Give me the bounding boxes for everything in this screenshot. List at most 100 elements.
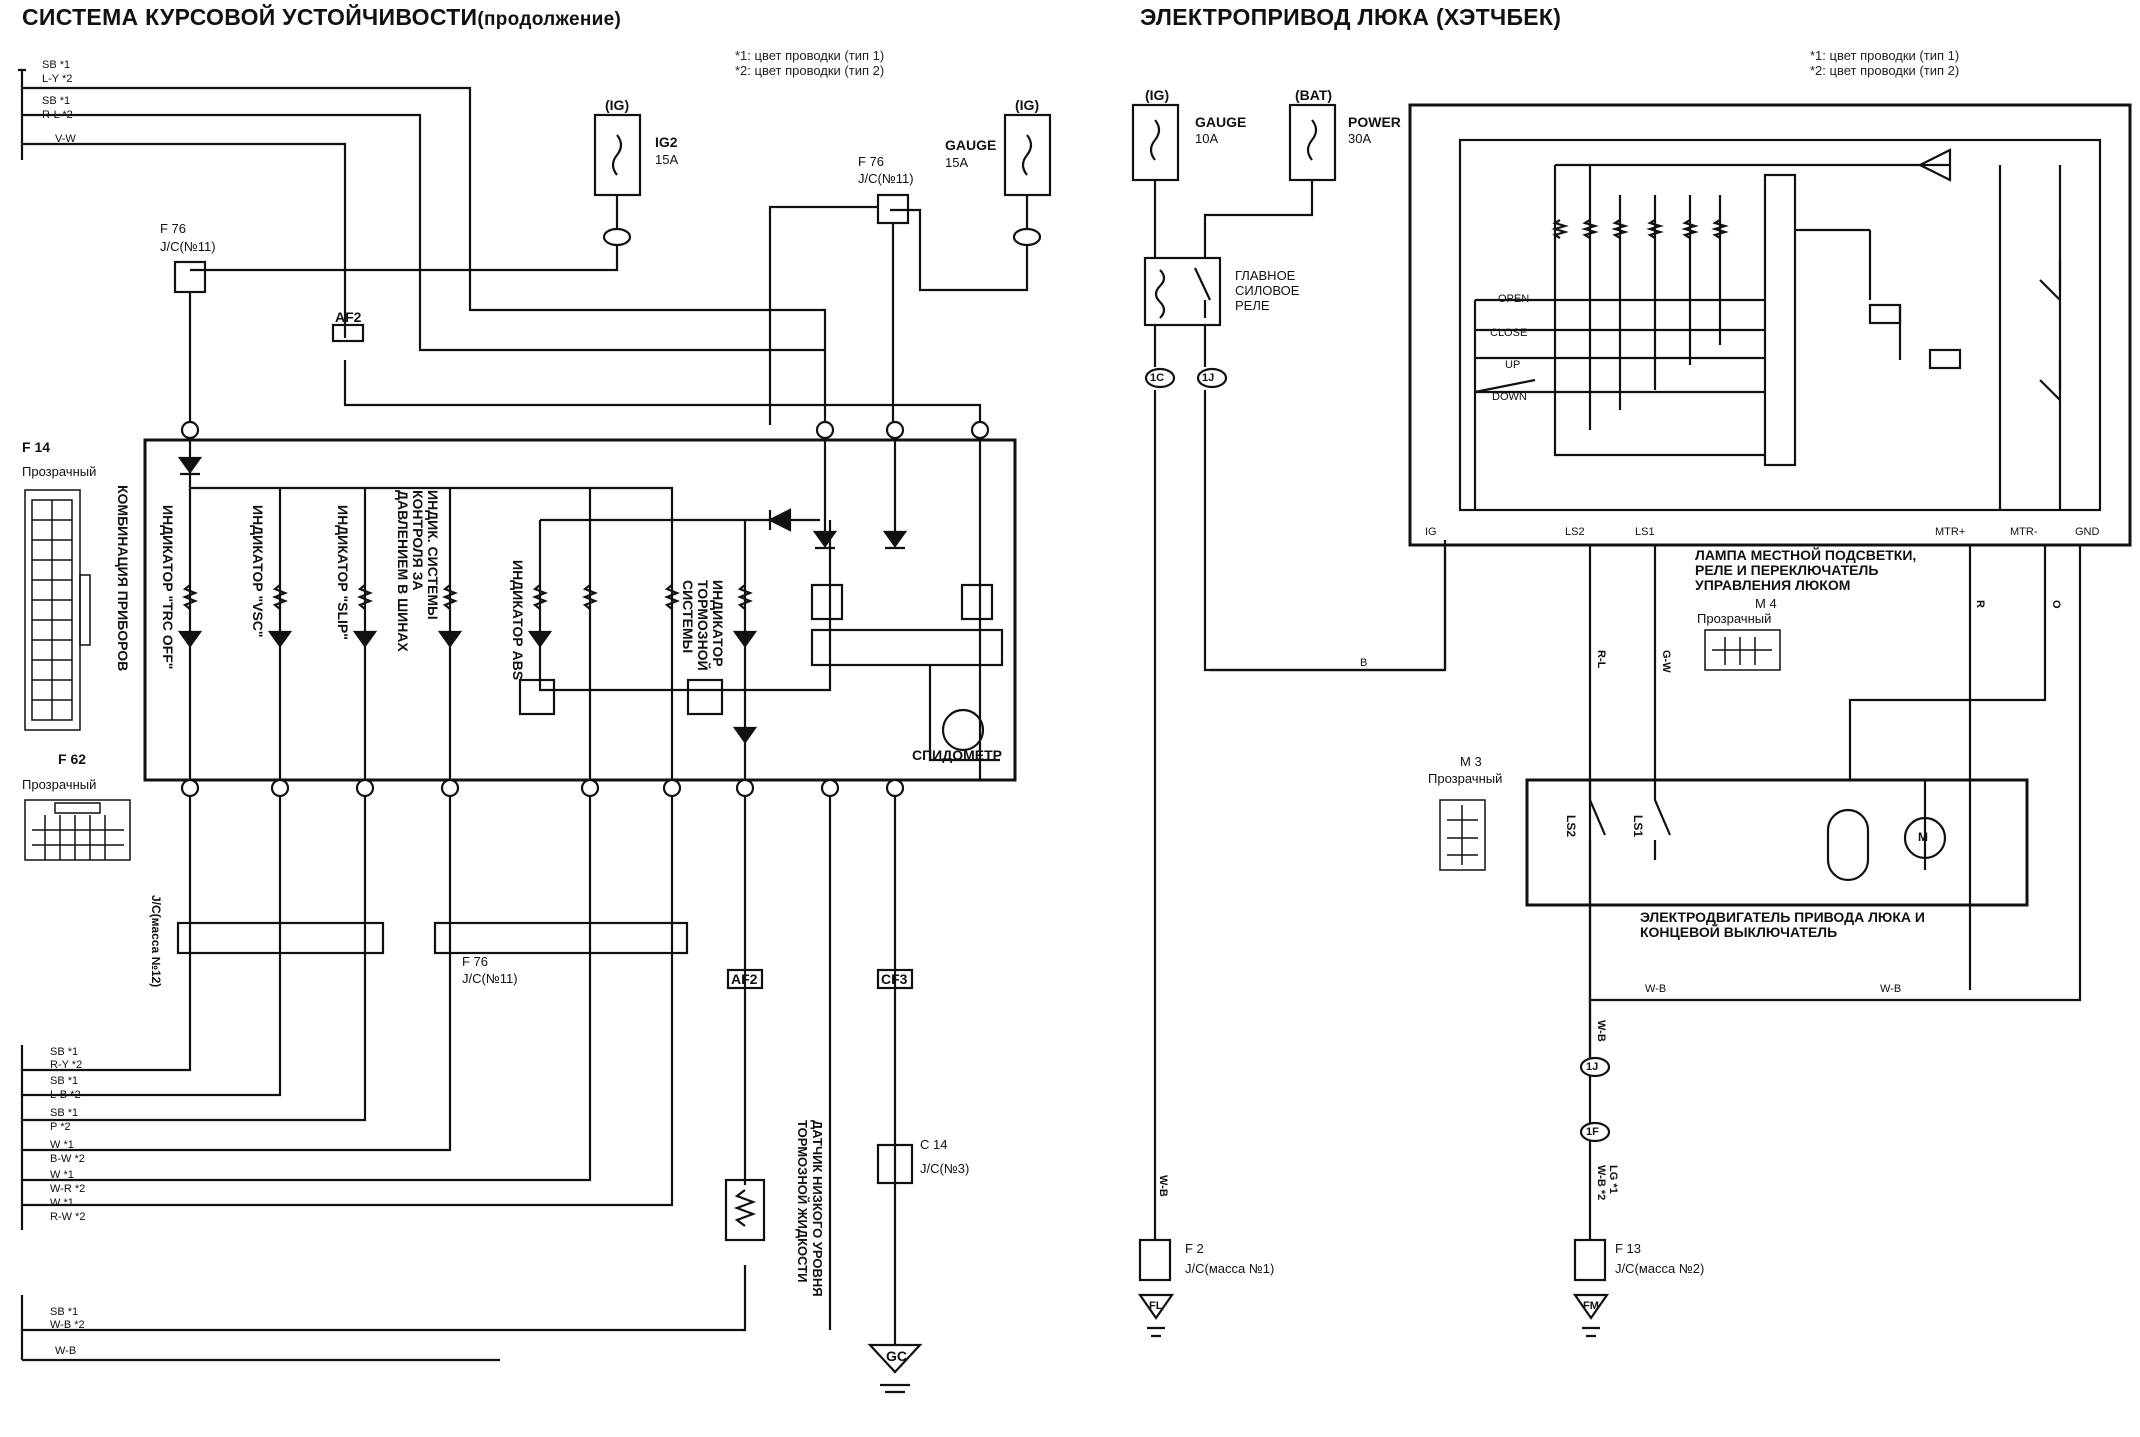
left-note-1: *1: цвет проводки (тип 1) — [735, 48, 885, 63]
right-page-title: ЭЛЕКТРОПРИВОД ЛЮКА (ХЭТЧБЕК) — [1140, 4, 1562, 30]
motor-ls2-label: LS2 — [1564, 815, 1578, 838]
terminal-mtr-minus: MTR- — [2010, 526, 2038, 538]
wire-mtr-plus — [1923, 545, 1972, 990]
indicator-tpms-label: ИНДИК. СИСТЕМЫ КОНТРОЛЯ ЗА ДАВЛЕНИЕМ В Ш… — [395, 490, 441, 652]
jc-f76-left-name: J/C(№11) — [160, 239, 216, 254]
conn-f62-label: F 62 — [58, 751, 87, 767]
main-relay-label: ГЛАВНОЕ СИЛОВОЕ РЕЛЕ — [1235, 268, 1300, 313]
wire-b-label: B — [1360, 657, 1368, 669]
conn-1c-label: 1C — [1150, 372, 1165, 384]
wire-wb-label-2: W-B — [1880, 983, 1902, 995]
wire-sb-rl — [22, 113, 825, 352]
indicator-slip-label: ИНДИКАТОР "SLIP" — [335, 505, 351, 640]
fuse-gauge-right — [1131, 103, 1180, 182]
speedometer-gauge — [941, 708, 985, 752]
right-wire-note: *1: цвет проводки (тип 1) *2: цвет прово… — [1810, 48, 1959, 78]
wire-wb-label-1: W-B — [1645, 983, 1667, 995]
jc-f13-name: J/C(масса №2) — [1615, 1261, 1705, 1276]
speedo-coil-2 — [960, 583, 994, 621]
wire-bottom-3 — [22, 780, 367, 1122]
diode-brake — [767, 508, 792, 532]
left-page-title: СИСТЕМА КУРСОВОЙ УСТОЙЧИВОСТИ(продолжени… — [22, 4, 621, 31]
wire-bottom-2 — [22, 780, 282, 1097]
terminal-gnd: GND — [2075, 526, 2100, 538]
wire-ig2 — [190, 195, 619, 272]
wire-bottom-label-5: SB *1 — [50, 1107, 79, 1119]
indicator-brake-label: ИНДИКАТОР ТОРМОЗНОЙ СИСТЕМЫ — [680, 580, 726, 671]
fuse-power-rating: 30A — [1348, 131, 1372, 146]
wire-mtr-minus — [1848, 545, 2047, 780]
fuse-gauge-left-rating: 15A — [945, 155, 969, 170]
jc-f72-label: J/C(масса №12) — [149, 895, 163, 988]
fuse-gauge-right-element — [1149, 119, 1161, 161]
indicator-leds — [177, 630, 758, 744]
switch-open-label: OPEN — [1498, 293, 1530, 305]
meter-speedo-lines — [823, 440, 982, 780]
wire-sb-rl-2 — [768, 205, 878, 425]
motor-symbol — [1903, 816, 1947, 860]
right-connector-markers — [1144, 367, 1611, 1143]
relay-2 — [1928, 348, 1962, 370]
speedo-wire — [928, 665, 1000, 762]
switch-up-label: UP — [1505, 359, 1521, 371]
wire-bottom-label-12: R-W *2 — [50, 1211, 86, 1223]
right-note-1: *1: цвет проводки (тип 1) — [1810, 48, 1960, 63]
jc-f76-lower-code: F 76 — [462, 954, 489, 969]
meter-bus — [190, 486, 674, 780]
connector-m3-icon — [1439, 799, 1486, 871]
lamp-switch-label: ЛАМПА МЕСТНОЙ ПОДСВЕТКИ, РЕЛЕ И ПЕРЕКЛЮЧ… — [1695, 547, 1917, 593]
wire-bottom-5 — [22, 780, 592, 1182]
pullup-resistors — [1551, 219, 1729, 239]
fuse-gauge-right-rating: 10A — [1195, 131, 1219, 146]
fuse-gauge-right-source: (IG) — [1145, 87, 1170, 103]
wire-gw-label: G-W — [1660, 650, 1672, 673]
ls1-switch — [1653, 780, 1672, 860]
jc-f2-name: J/C(масса №1) — [1185, 1261, 1275, 1276]
motor-box — [1525, 778, 2029, 907]
fuse-power-element — [1306, 119, 1318, 161]
fuse-power-source: (BAT) — [1295, 87, 1333, 103]
wire-gauge — [890, 195, 1029, 292]
relay-contact — [1194, 267, 1211, 318]
motor-heater — [1826, 808, 1870, 882]
wire-label-5: V-W — [55, 133, 76, 145]
jc-f72-box — [176, 921, 385, 955]
fuse-gauge-left-name: GAUGE — [945, 137, 997, 153]
indicator-trc-label: ИНДИКАТОР "TRC OFF" — [160, 505, 176, 670]
ground-fl — [1137, 1293, 1175, 1338]
wire-r-label: R — [1974, 600, 1986, 608]
relay-verticals — [1998, 165, 2062, 510]
wire-bottom-4 — [22, 780, 452, 1152]
control-ic — [1763, 173, 1797, 467]
wire-gnd — [1590, 545, 2082, 1002]
lamp-code: M 4 — [1755, 596, 1777, 611]
connector-m4-icon — [1704, 629, 1781, 671]
terminal-mtr-plus: MTR+ — [1935, 526, 1966, 538]
wire-bottom-label-10: W-R *2 — [50, 1183, 86, 1195]
m3-transparent: Прозрачный — [1428, 771, 1503, 786]
fuse-ig2-element — [611, 134, 623, 176]
motor-symbol-label: M — [1918, 830, 1928, 844]
connector-f62-icon — [24, 799, 131, 861]
jc-f76-left-box — [173, 260, 207, 294]
wire-bottom-label-11: W *1 — [50, 1197, 74, 1209]
jc-f2-box — [1138, 1238, 1172, 1282]
conn-f14-transparent: Прозрачный — [22, 464, 97, 479]
diode-trc — [177, 456, 203, 476]
fuse-ig2-name: IG2 — [655, 134, 678, 150]
transistor-lines — [1795, 148, 1952, 360]
ground-fm-label: FM — [1583, 1300, 1599, 1312]
switch-down-label: DOWN — [1492, 391, 1527, 403]
ground-fl-label: FL — [1149, 1300, 1163, 1312]
jc-c14-code: C 14 — [920, 1137, 948, 1152]
fuse-gauge-left-element — [1021, 134, 1033, 176]
wire-bottom-label-15: W-B — [55, 1345, 77, 1357]
jc-f76-right-code: F 76 — [858, 154, 885, 169]
sunroof-control-box — [1408, 103, 2132, 547]
left-note-2: *2: цвет проводки (тип 2) — [735, 63, 885, 78]
jc-f76-left-code: F 76 — [160, 221, 187, 236]
wire-label-4: R-L *2 — [42, 109, 73, 121]
ground-gc-label: GC — [886, 1348, 907, 1364]
switch-lines — [1475, 298, 1765, 394]
